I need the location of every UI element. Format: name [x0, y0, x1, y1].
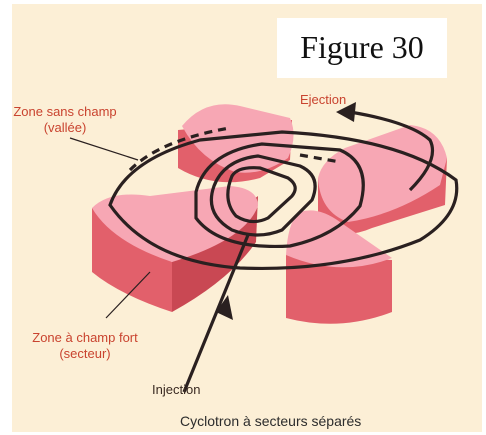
valley-leader-line: [70, 138, 138, 160]
sector-label-line2: (secteur): [18, 346, 152, 362]
valley-label-line1: Zone sans champ: [6, 104, 124, 120]
sector-left: [92, 186, 258, 312]
figure-title: Figure 30: [277, 22, 447, 72]
injection-label: Injection: [152, 382, 200, 398]
figure-caption: Cyclotron à secteurs séparés: [180, 413, 361, 429]
sector-label-line1: Zone à champ fort: [18, 330, 152, 346]
valley-label-line2: (vallée): [6, 120, 124, 136]
ejection-label: Ejection: [300, 92, 346, 108]
sector-right: [318, 125, 447, 234]
